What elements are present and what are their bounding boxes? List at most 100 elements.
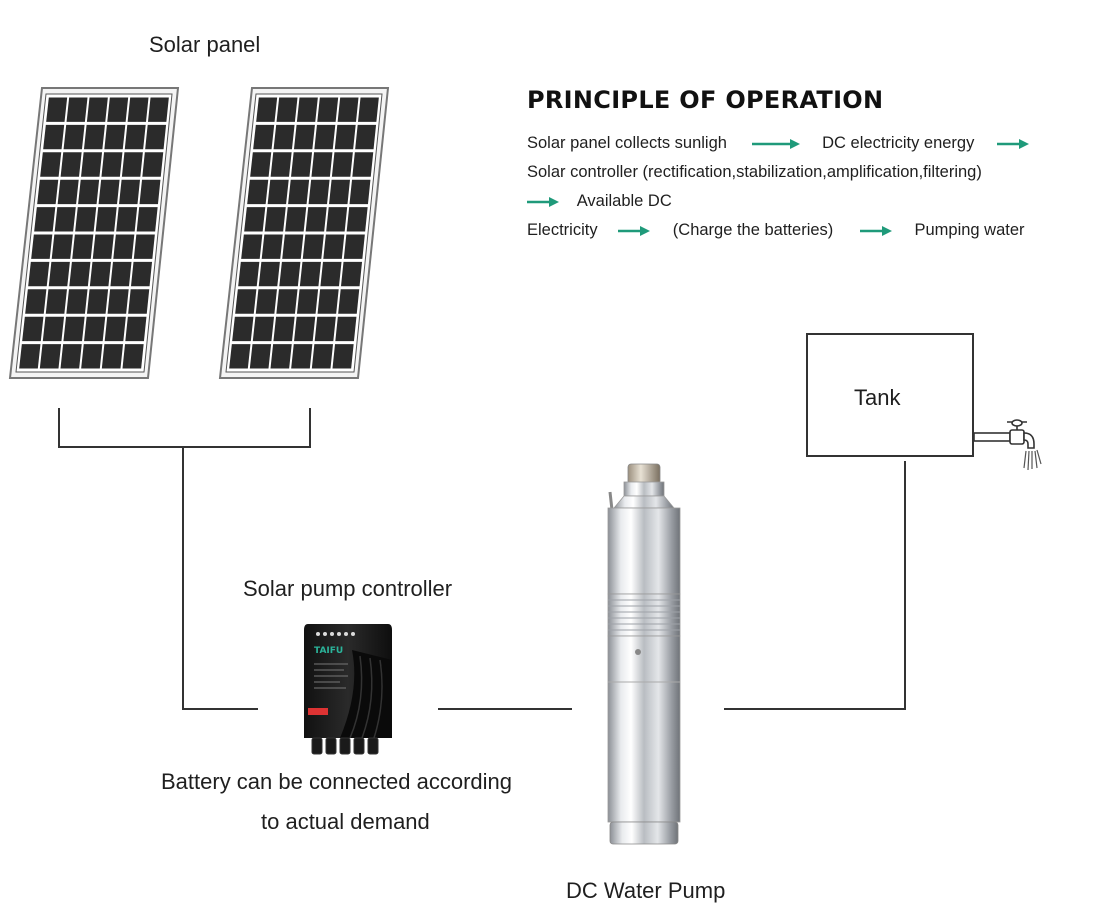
solar-cell — [66, 97, 88, 122]
principle-line-4: Electricity (Charge the batteries) Pumpi… — [527, 221, 1025, 240]
principle-step-pumping: Pumping water — [914, 221, 1025, 239]
solar-cell — [253, 124, 275, 150]
solar-cell — [147, 97, 169, 122]
solar-cell — [142, 152, 164, 177]
solar-cell — [122, 344, 144, 369]
solar-cell — [349, 179, 371, 205]
solar-panel-label: Solar panel — [149, 32, 261, 57]
solar-cell — [329, 179, 351, 205]
solar-cell — [130, 261, 153, 287]
solar-cell — [291, 152, 313, 177]
solar-cell — [63, 316, 85, 342]
solar-cell — [317, 289, 339, 314]
solar-cell — [113, 234, 135, 259]
solar-cell — [39, 344, 62, 369]
solar-cell — [299, 261, 321, 287]
solar-cell — [334, 124, 356, 150]
solar-cell — [133, 234, 155, 259]
solar-cell — [89, 261, 111, 287]
solar-cell — [270, 152, 292, 177]
panel-to-controller-wire — [182, 447, 258, 710]
solar-cell — [270, 344, 292, 369]
solar-cell — [95, 207, 117, 232]
solar-cell — [116, 207, 138, 232]
solar-cell — [127, 97, 149, 122]
solar-cell — [42, 316, 65, 342]
solar-cell — [296, 97, 318, 122]
solar-cell — [86, 97, 108, 122]
solar-cell — [256, 97, 278, 122]
solar-cell — [34, 207, 56, 232]
solar-cell — [288, 179, 310, 205]
solar-cell — [121, 152, 143, 177]
solar-cell — [78, 179, 100, 205]
solar-cell — [247, 179, 269, 205]
solar-cell — [232, 316, 254, 342]
solar-cell — [273, 316, 295, 342]
solar-pump-controller-device: TAIFU — [304, 624, 392, 755]
solar-cell — [335, 316, 357, 342]
solar-cell — [320, 261, 342, 287]
solar-cell — [332, 344, 354, 369]
principle-step-electricity: Electricity — [527, 221, 598, 239]
battery-note-line-2: to actual demand — [261, 809, 430, 834]
solar-cell — [285, 207, 307, 232]
solar-cell — [75, 207, 97, 232]
pump-label: DC Water Pump — [566, 878, 726, 903]
solar-cell — [338, 289, 360, 314]
solar-cell — [331, 152, 353, 177]
solar-cell — [110, 261, 132, 287]
solar-cell — [258, 261, 280, 287]
solar-cell — [72, 234, 94, 259]
solar-cell — [314, 124, 336, 150]
solar-cell — [238, 261, 260, 287]
solar-cell — [104, 124, 126, 150]
solar-cell — [101, 344, 124, 369]
dc-water-pump-device — [607, 463, 681, 845]
solar-cell — [136, 207, 158, 232]
right-arrow-icon — [751, 138, 800, 149]
solar-cell — [22, 316, 44, 342]
right-arrow-icon — [527, 196, 559, 207]
solar-cell — [57, 179, 79, 205]
right-arrow-icon — [859, 225, 892, 236]
solar-cell — [264, 207, 286, 232]
controller-label: Solar pump controller — [243, 576, 453, 601]
solar-cell — [317, 97, 339, 122]
solar-cell — [46, 97, 68, 122]
solar-cell — [282, 234, 304, 259]
solar-cell — [352, 152, 374, 177]
pump-to-tank-wire — [724, 461, 906, 710]
solar-cell — [60, 344, 82, 369]
solar-cell — [343, 234, 365, 259]
solar-cell — [355, 124, 377, 150]
solar-cell — [81, 344, 103, 369]
battery-note-line-1: Battery can be connected according — [161, 769, 513, 794]
solar-cell — [311, 344, 334, 369]
solar-cell — [66, 289, 88, 314]
solar-cell — [45, 289, 67, 314]
solar-cell — [51, 234, 73, 259]
solar-cell — [63, 124, 85, 150]
tank-box: Tank — [806, 333, 974, 457]
solar-cell — [107, 289, 129, 314]
tank-label: Tank — [854, 385, 901, 410]
solar-cell — [54, 207, 76, 232]
solar-panel-left — [8, 87, 180, 379]
principle-title: PRINCIPLE OF OPERATION — [527, 86, 884, 114]
solar-cell — [244, 207, 266, 232]
solar-cell — [37, 179, 59, 205]
solar-cell — [83, 124, 105, 150]
solar-cell — [48, 261, 70, 287]
solar-cell — [107, 97, 129, 122]
principle-line-3: Available DC — [527, 192, 672, 211]
solar-cell — [81, 152, 103, 177]
solar-cell — [302, 234, 324, 259]
solar-cell — [294, 316, 316, 342]
solar-cell — [314, 316, 336, 342]
controller-brand: TAIFU — [314, 646, 343, 656]
solar-cell — [308, 179, 330, 205]
principle-step-charge: (Charge the batteries) — [672, 221, 834, 239]
solar-cell — [124, 124, 146, 150]
